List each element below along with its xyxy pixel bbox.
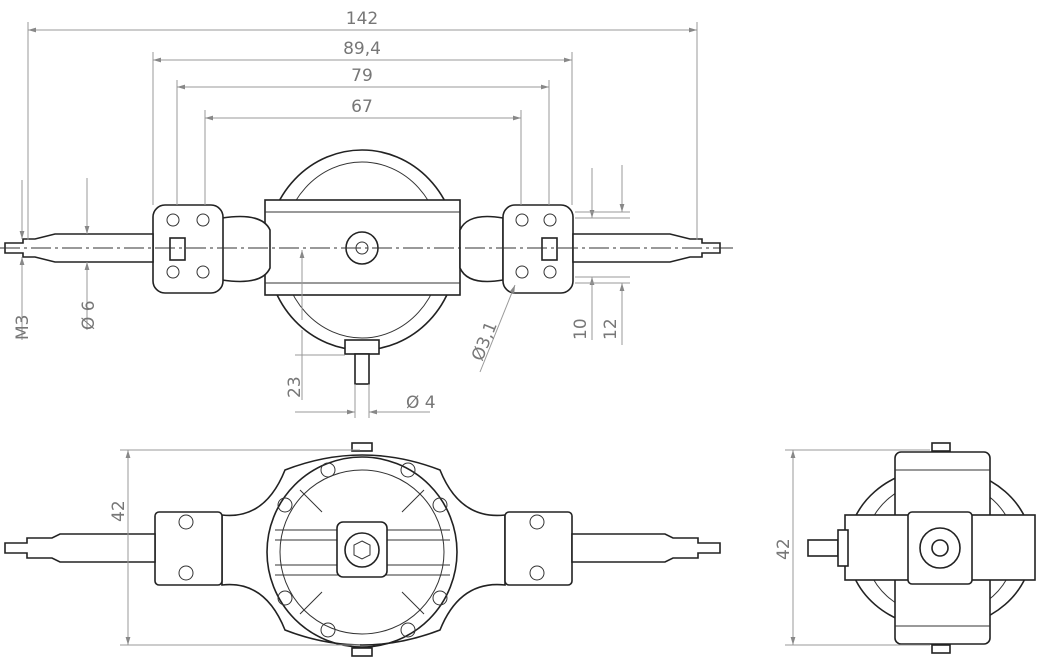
dimension-front-height: 42 [109,449,360,646]
dim-shaft-diameter: Ø 6 [79,300,99,330]
front-left-hub [154,511,223,586]
dim-pinion-diameter: Ø 4 [406,393,436,413]
dim-overall-width: 142 [346,9,378,29]
top-view [0,149,735,385]
dim-pinion-offset: 23 [285,376,305,398]
left-hub [152,204,224,294]
front-view [4,442,721,657]
side-pinion-shaft [807,539,839,557]
dim-front-height: 42 [109,500,129,522]
dim-hub-outer-width: 89,4 [343,39,381,59]
dim-hub-inner-width: 67 [351,97,373,117]
differential-cover [266,456,458,648]
dim-hole-diameter: Ø3,1 [468,319,502,364]
dim-hub-mid-width: 79 [351,66,373,86]
dimension-side-height: 42 [774,449,930,646]
hex-socket-icon [353,540,371,560]
dim-side-height: 42 [774,538,794,560]
front-right-hub [504,511,573,586]
dim-hub-height-large: 12 [601,318,621,340]
right-hub [502,204,574,294]
side-view [807,442,1036,654]
pinion-shaft [354,353,370,385]
dim-thread: M3 [13,315,33,340]
dim-hub-height-small: 10 [571,318,591,340]
